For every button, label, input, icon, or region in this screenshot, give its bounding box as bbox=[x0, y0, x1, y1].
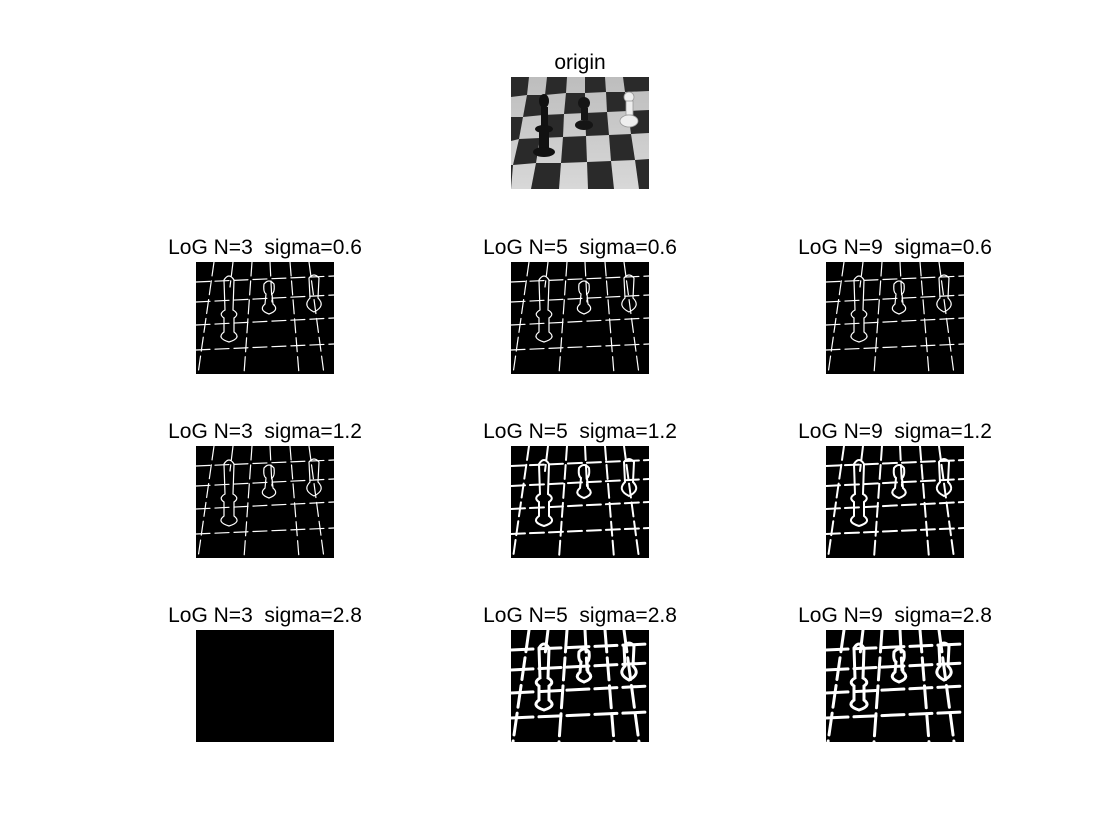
log-panel-title: LoG N=9 sigma=2.8 bbox=[798, 604, 992, 627]
edge-map bbox=[196, 262, 334, 374]
log-panel-image bbox=[826, 630, 964, 742]
edge-map bbox=[826, 262, 964, 374]
origin-panel: origin bbox=[465, 51, 695, 189]
origin-title: origin bbox=[554, 51, 606, 74]
log-panel: LoG N=5 sigma=0.6 bbox=[465, 236, 695, 374]
log-panel: LoG N=3 sigma=1.2 bbox=[150, 420, 380, 558]
log-panel-image bbox=[196, 262, 334, 374]
log-panel-image bbox=[511, 446, 649, 558]
log-panel: LoG N=3 sigma=2.8 bbox=[150, 604, 380, 742]
log-panel: LoG N=9 sigma=2.8 bbox=[780, 604, 1010, 742]
edge-map bbox=[196, 630, 334, 742]
edge-map bbox=[196, 446, 334, 558]
origin-image bbox=[511, 77, 649, 189]
edge-map bbox=[511, 630, 649, 742]
log-panel-title: LoG N=5 sigma=0.6 bbox=[483, 236, 677, 259]
log-panel-title: LoG N=3 sigma=2.8 bbox=[168, 604, 362, 627]
log-panel-title: LoG N=3 sigma=0.6 bbox=[168, 236, 362, 259]
log-panel-image bbox=[196, 446, 334, 558]
edge-map bbox=[511, 262, 649, 374]
log-panel: LoG N=5 sigma=2.8 bbox=[465, 604, 695, 742]
edge-map bbox=[826, 446, 964, 558]
chessboard-photo bbox=[511, 77, 649, 189]
log-panel-title: LoG N=5 sigma=1.2 bbox=[483, 420, 677, 443]
log-panel-title: LoG N=3 sigma=1.2 bbox=[168, 420, 362, 443]
log-panel: LoG N=9 sigma=0.6 bbox=[780, 236, 1010, 374]
log-panel: LoG N=3 sigma=0.6 bbox=[150, 236, 380, 374]
edge-map bbox=[511, 446, 649, 558]
log-panel-image bbox=[196, 630, 334, 742]
log-panel-image bbox=[826, 446, 964, 558]
log-panel: LoG N=9 sigma=1.2 bbox=[780, 420, 1010, 558]
log-panel: LoG N=5 sigma=1.2 bbox=[465, 420, 695, 558]
log-panel-title: LoG N=9 sigma=1.2 bbox=[798, 420, 992, 443]
log-panel-image bbox=[511, 630, 649, 742]
log-panel-image bbox=[511, 262, 649, 374]
log-panel-title: LoG N=5 sigma=2.8 bbox=[483, 604, 677, 627]
log-panel-image bbox=[826, 262, 964, 374]
edge-map bbox=[826, 630, 964, 742]
log-panel-title: LoG N=9 sigma=0.6 bbox=[798, 236, 992, 259]
